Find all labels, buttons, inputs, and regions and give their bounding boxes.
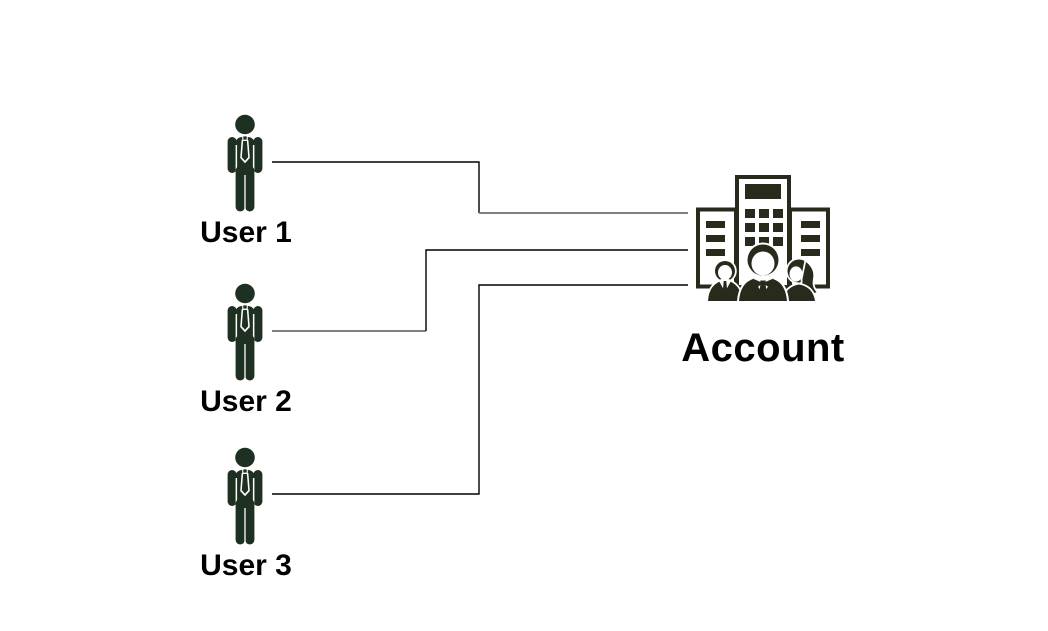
node-user-2-label: User 2 [200, 385, 292, 418]
node-user-3[interactable] [223, 447, 267, 545]
connector-user2-to-account [425, 249, 688, 331]
connector-user1-to-account [272, 161, 480, 213]
node-user-2[interactable] [223, 283, 267, 381]
node-account-label: Account [681, 326, 845, 370]
node-user-1-label: User 1 [200, 216, 292, 249]
person-icon [227, 114, 263, 212]
node-account[interactable] [695, 175, 831, 303]
person-icon [227, 447, 263, 545]
person-icon [227, 283, 263, 381]
node-user-1[interactable] [223, 114, 267, 212]
accounting-building-icon [696, 175, 830, 303]
node-user-3-label: User 3 [200, 549, 292, 582]
connector-user3-to-account [272, 284, 688, 495]
